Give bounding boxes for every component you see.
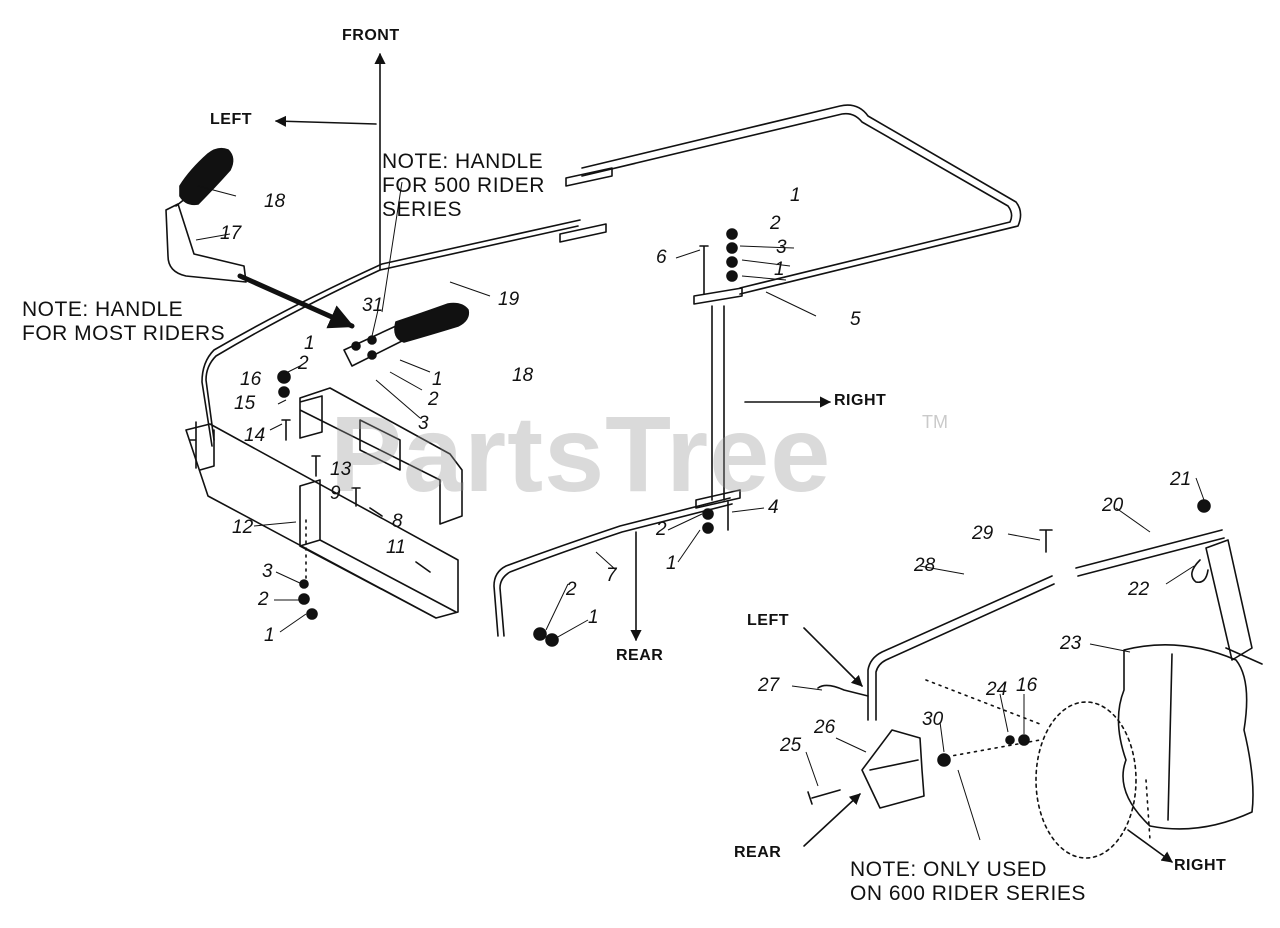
note-only-600: NOTE: ONLY USED ON 600 RIDER SERIES [850, 858, 1086, 905]
handle-grip-18-left [179, 147, 234, 206]
callout-21: 21 [1170, 469, 1192, 490]
note-handle-most: NOTE: HANDLE FOR MOST RIDERS [22, 298, 226, 345]
callout-26: 26 [814, 717, 836, 738]
callout-25: 25 [780, 735, 802, 756]
callout-3: 3 [418, 413, 429, 434]
bracket-22 [1191, 539, 1263, 665]
callout-2: 2 [428, 389, 439, 410]
callout-1: 1 [790, 185, 801, 206]
callout-7: 7 [606, 565, 617, 586]
wheel [1035, 701, 1137, 859]
rod-19 [201, 219, 581, 447]
bracket-left-mount [189, 421, 215, 471]
bracket-26 [861, 729, 925, 809]
callout-13: 13 [330, 459, 352, 480]
rod-28 [867, 575, 1055, 721]
direction-left-top: LEFT [210, 111, 252, 128]
callout-20: 20 [1102, 495, 1124, 516]
callout-17: 17 [220, 223, 242, 244]
watermark: PartsTree [330, 393, 832, 514]
hardware-nuts [277, 228, 1211, 767]
callout-6: 6 [656, 247, 667, 268]
handle-pointer-arrow [237, 273, 355, 329]
callout-8: 8 [392, 511, 403, 532]
callout-15: 15 [234, 393, 256, 414]
rod-5 [581, 104, 1022, 295]
callout-23: 23 [1060, 633, 1082, 654]
callout-12: 12 [232, 517, 254, 538]
callout-30: 30 [922, 709, 944, 730]
callout-1: 1 [432, 369, 443, 390]
callout-1: 1 [264, 625, 275, 646]
hardware-bolts [281, 245, 1053, 573]
callout-16: 16 [240, 369, 262, 390]
direction-left-bottom: LEFT [747, 612, 789, 629]
callout-2: 2 [656, 519, 667, 540]
vertical-rod [711, 305, 725, 501]
bolt-25 [807, 789, 841, 805]
callout-5: 5 [850, 309, 861, 330]
callout-11: 11 [386, 537, 406, 558]
callout-24: 24 [986, 679, 1008, 700]
callout-31: 31 [362, 295, 384, 316]
callout-18: 18 [512, 365, 534, 386]
callout-4: 4 [768, 497, 779, 518]
callout-19: 19 [498, 289, 520, 310]
callout-9: 9 [330, 483, 341, 504]
callout-1: 1 [304, 333, 315, 354]
callout-16: 16 [1016, 675, 1038, 696]
handle-grip-18-center [394, 302, 470, 343]
rear-arrow-bottom [803, 793, 861, 847]
callout-1: 1 [774, 259, 785, 280]
note-handle-500: NOTE: HANDLE FOR 500 RIDER SERIES [382, 150, 545, 221]
direction-right-mid: RIGHT [834, 392, 887, 409]
callout-2: 2 [258, 589, 269, 610]
callout-29: 29 [972, 523, 994, 544]
direction-front: FRONT [342, 27, 400, 44]
watermark-tm: TM [922, 412, 948, 432]
rod-7 [493, 497, 733, 637]
callout-22: 22 [1128, 579, 1150, 600]
callout-2: 2 [298, 353, 309, 374]
direction-right-bottom: RIGHT [1174, 857, 1227, 874]
direction-rear-bottom: REAR [734, 844, 782, 861]
dashed-guides [305, 519, 1151, 841]
callout-2: 2 [770, 213, 781, 234]
callout-27: 27 [758, 675, 780, 696]
pin-27 [817, 684, 869, 697]
rod-20 [1075, 529, 1225, 577]
left-arrow-top [274, 115, 377, 127]
callout-14: 14 [244, 425, 266, 446]
callout-1: 1 [666, 553, 677, 574]
direction-rear-mid: REAR [616, 647, 664, 664]
callout-18: 18 [264, 191, 286, 212]
callout-28: 28 [914, 555, 936, 576]
grass-bag-23 [1117, 644, 1254, 830]
callout-3: 3 [776, 237, 787, 258]
callout-1: 1 [588, 607, 599, 628]
leader-lines [195, 181, 1205, 841]
left-arrow-bottom [803, 627, 863, 687]
bracket-assembly [185, 387, 463, 619]
link-upper [559, 167, 743, 305]
right-arrow-bottom [1127, 829, 1173, 863]
callout-2: 2 [566, 579, 577, 600]
callout-3: 3 [262, 561, 273, 582]
link-7 [695, 489, 741, 509]
